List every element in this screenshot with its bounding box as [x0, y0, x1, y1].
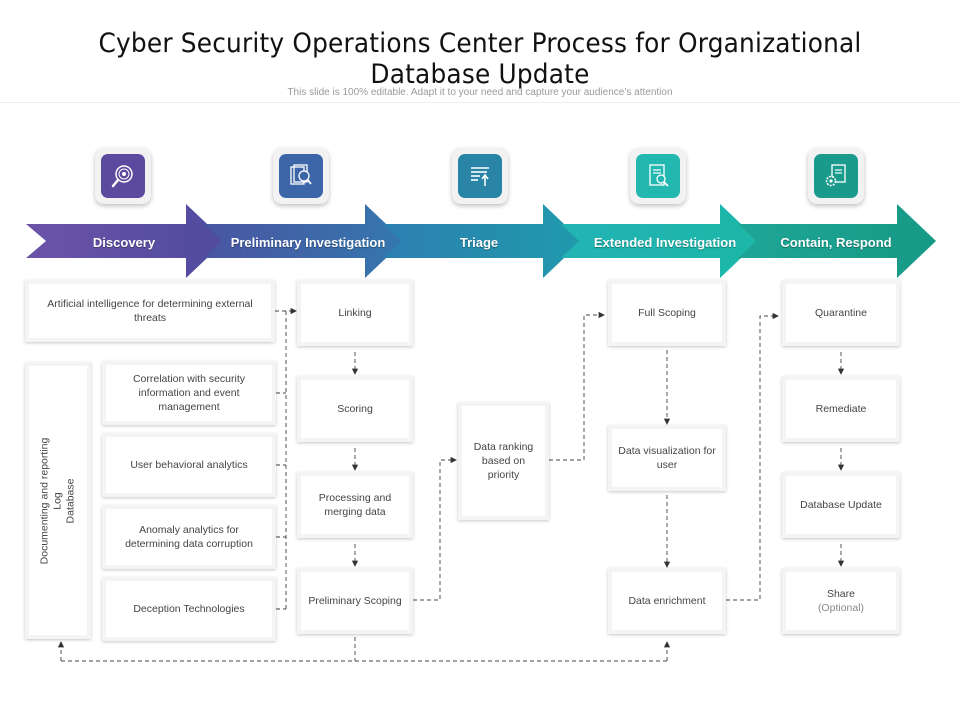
triage-ranking-card: Data ranking based on priority [458, 402, 549, 520]
stage-arrow-triage [383, 204, 582, 278]
discovery-deception-card: Deception Technologies [102, 577, 276, 641]
stage-label-triage: Triage [459, 235, 499, 250]
preliminary-linking-card: Linking [297, 280, 413, 346]
stage-label-preliminary: Preliminary Investigation [230, 235, 386, 250]
discovery-ai-text: Artificial intelligence for determining … [29, 284, 271, 338]
extended-enrichment-card: Data enrichment [608, 568, 726, 634]
preliminary-scoping-card: Preliminary Scoping [297, 568, 413, 634]
document-search-icon [279, 154, 323, 198]
stage-arrow-band [26, 204, 936, 278]
extended-full-scoping-card: Full Scoping [608, 280, 726, 346]
gear-document-icon [814, 154, 858, 198]
stage-icon-discovery [95, 148, 151, 204]
report-search-icon [636, 154, 680, 198]
stage-arrow-extended [561, 204, 759, 278]
stage-icon-preliminary [273, 148, 329, 204]
discovery-anomaly-card: Anomaly analytics for determining data c… [102, 505, 276, 569]
documenting-log-text: Documenting and reporting Log Database [38, 437, 77, 564]
stage-arrow-discovery [26, 204, 225, 278]
title-divider [0, 102, 960, 103]
stage-label-extended: Extended Investigation [593, 235, 737, 250]
list-upload-icon [458, 154, 502, 198]
contain-remediate-card: Remediate [782, 376, 900, 442]
preliminary-scoring-card: Scoring [297, 376, 413, 442]
extended-visualization-card: Data visualization for user [608, 425, 726, 491]
stage-icon-extended [630, 148, 686, 204]
stage-arrow-preliminary [204, 204, 404, 278]
documenting-log-card: Documenting and reporting Log Database [25, 362, 91, 639]
magnifier-target-icon [101, 154, 145, 198]
contain-database-update-card: Database Update [782, 472, 900, 538]
discovery-ai-card: Artificial intelligence for determining … [25, 280, 275, 342]
discovery-correlation-card: Correlation with security information an… [102, 361, 276, 425]
contain-share-note: (Optional) [817, 602, 865, 614]
stage-arrow-contain [738, 204, 936, 278]
preliminary-processing-card: Processing and merging data [297, 472, 413, 538]
contain-quarantine-card: Quarantine [782, 280, 900, 346]
discovery-behavioral-card: User behavioral analytics [102, 433, 276, 497]
subtitle: This slide is 100% editable. Adapt it to… [287, 87, 673, 98]
stage-label-contain: Contain, Respond [780, 235, 892, 250]
stage-icon-triage [452, 148, 508, 204]
stage-label-discovery: Discovery [92, 235, 156, 250]
stage-icon-contain [808, 148, 864, 204]
page-title: Cyber Security Operations Center Process… [98, 28, 862, 90]
contain-share-label: Share [826, 588, 855, 600]
contain-share-card: Share (Optional) [782, 568, 900, 634]
